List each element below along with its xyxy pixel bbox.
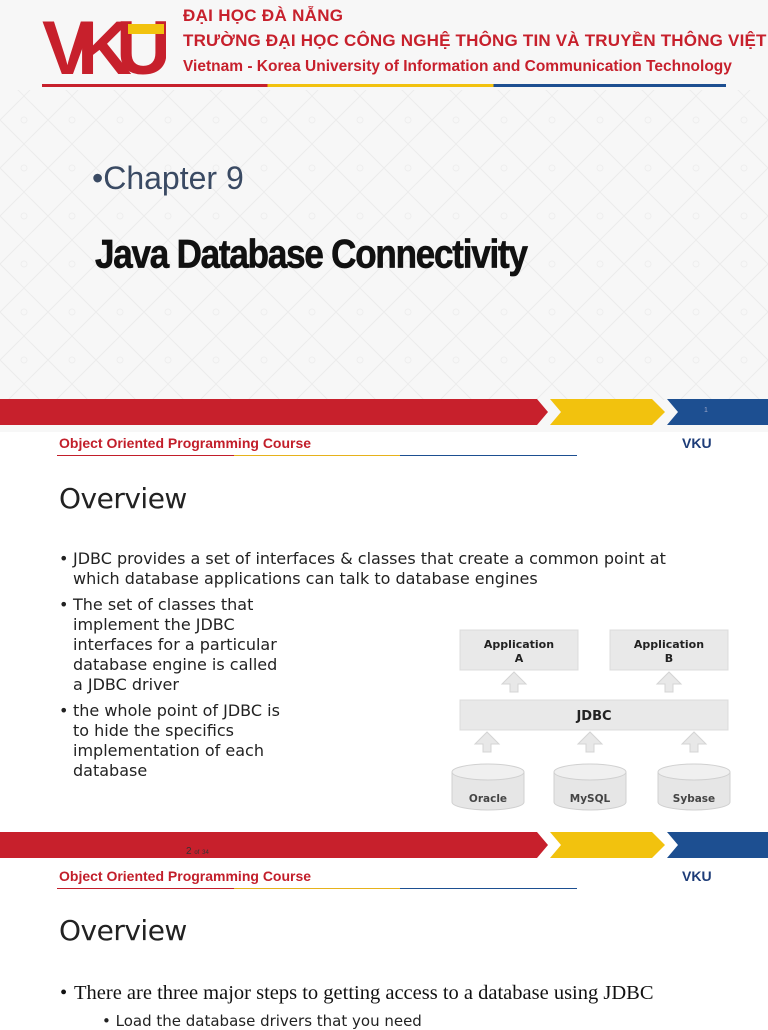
svg-text:Sybase: Sybase — [673, 793, 715, 805]
header-line-2: TRƯỜNG ĐẠI HỌC CÔNG NGHỆ THÔNG TIN VÀ TR… — [183, 31, 768, 50]
app-b-letter: B — [665, 652, 673, 665]
application-a-box — [459, 629, 579, 671]
app-a-letter: A — [515, 652, 524, 665]
title-slide: VKU ĐẠI HỌC ĐÀ NẴNG TRƯỜNG ĐẠI HỌC CÔNG … — [0, 0, 768, 432]
header-line-1: ĐẠI HỌC ĐÀ NẴNG — [183, 6, 344, 25]
app-a-label: Application — [484, 638, 554, 651]
database-oracle: Oracle — [451, 763, 525, 811]
header-underline — [57, 455, 577, 456]
footer-band — [0, 399, 768, 425]
database-sybase: Sybase — [657, 763, 731, 811]
arrow-icon — [473, 731, 501, 753]
application-b-box — [609, 629, 729, 671]
vku-logo: VKU — [42, 6, 166, 84]
bullet-item: JDBC provides a set of interfaces & clas… — [59, 549, 709, 589]
bullet-item: The set of classes that implement the JD… — [59, 595, 291, 695]
header-divider — [42, 84, 726, 87]
bullet-item: There are three major steps to getting a… — [60, 982, 654, 1005]
page-counter: 2 of 34 — [186, 846, 209, 857]
svg-text:Oracle: Oracle — [469, 793, 507, 805]
jdbc-diagram: Application A Application B JDBC Oracle … — [451, 629, 731, 811]
slide-heading: Overview — [59, 482, 187, 515]
app-b-label: Application — [634, 638, 704, 651]
arrow-icon — [576, 731, 604, 753]
header-line-3: Vietnam - Korea University of Informatio… — [183, 58, 732, 75]
vku-label: VKU — [682, 868, 712, 884]
slide-title: Java Database Connectivity — [95, 232, 529, 278]
chapter-label: •Chapter 9 — [92, 160, 244, 196]
background-pattern — [0, 90, 768, 400]
slide-number: 1 — [704, 407, 708, 414]
slide-heading: Overview — [59, 914, 187, 947]
arrow-icon — [680, 731, 708, 753]
jdbc-box — [459, 699, 729, 731]
bullet-item: the whole point of JDBC is to hide the s… — [59, 701, 291, 781]
sub-bullet-item: Load the database drivers that you need — [102, 1012, 422, 1030]
arrow-icon — [500, 671, 528, 693]
svg-text:VKU: VKU — [42, 6, 166, 84]
course-title: Object Oriented Programming Course — [59, 868, 312, 884]
database-mysql: MySQL — [553, 763, 627, 811]
overview-slide-1: Object Oriented Programming Course VKU O… — [0, 432, 768, 866]
course-title: Object Oriented Programming Course — [59, 435, 312, 451]
svg-text:MySQL: MySQL — [570, 793, 611, 805]
header-underline — [57, 888, 577, 889]
footer-band — [0, 832, 768, 858]
overview-slide-2: Object Oriented Programming Course VKU O… — [0, 866, 768, 1024]
bullet-list: JDBC provides a set of interfaces & clas… — [59, 549, 709, 787]
jdbc-label: JDBC — [575, 709, 611, 724]
vku-label: VKU — [682, 435, 712, 451]
arrow-icon — [655, 671, 683, 693]
bullet-list: There are three major steps to getting a… — [60, 982, 654, 1005]
